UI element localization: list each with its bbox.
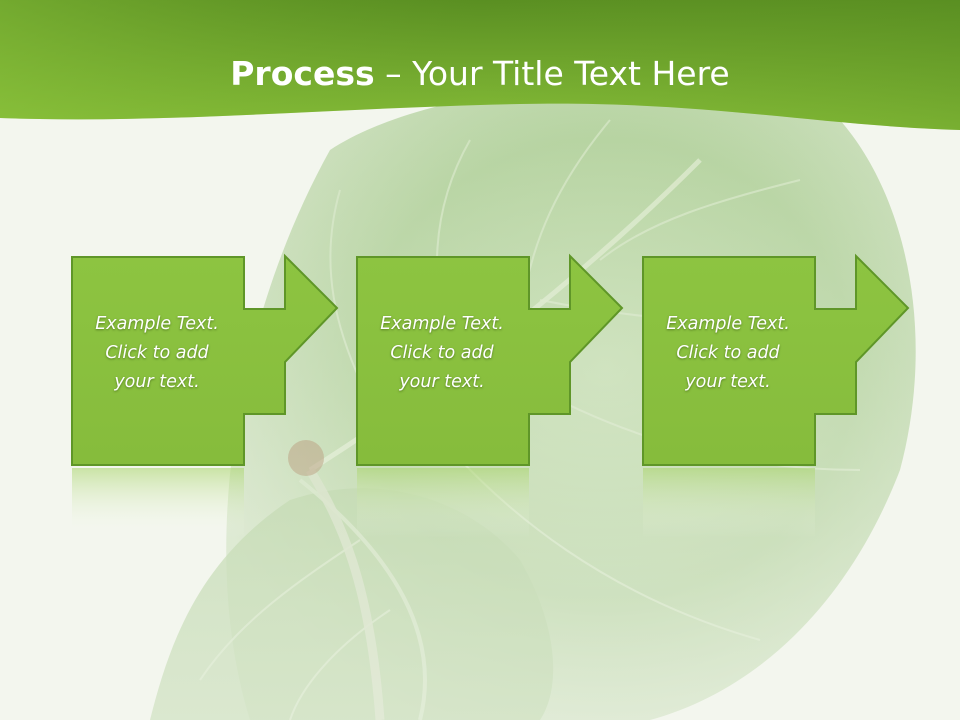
step-text[interactable]: Example Text. Click to add your text. <box>642 310 814 397</box>
step-text-line: your text. <box>399 372 485 392</box>
process-step-1[interactable]: Example Text. Click to add your text. <box>71 253 339 466</box>
title-text: – Your Title Text Here <box>374 54 730 93</box>
step-text-line: Example Text. <box>95 314 219 334</box>
step-text[interactable]: Example Text. Click to add your text. <box>71 310 243 397</box>
title-emphasis: Process <box>230 54 375 93</box>
step-text-line: your text. <box>685 372 771 392</box>
title-banner <box>0 0 960 130</box>
step-reflection <box>72 468 244 538</box>
step-reflection <box>357 468 529 538</box>
process-step-3[interactable]: Example Text. Click to add your text. <box>642 253 910 466</box>
step-text[interactable]: Example Text. Click to add your text. <box>356 310 528 397</box>
process-step-2[interactable]: Example Text. Click to add your text. <box>356 253 624 466</box>
arrow-box-shape <box>642 253 910 466</box>
arrow-box-shape <box>71 253 339 466</box>
arrow-box-shape <box>356 253 624 466</box>
slide-title[interactable]: Process – Your Title Text Here <box>0 52 960 96</box>
step-text-line: Click to add <box>390 343 494 363</box>
step-text-line: your text. <box>114 372 200 392</box>
step-text-line: Example Text. <box>666 314 790 334</box>
step-text-line: Click to add <box>105 343 209 363</box>
step-text-line: Click to add <box>676 343 780 363</box>
step-reflection <box>643 468 815 538</box>
step-text-line: Example Text. <box>380 314 504 334</box>
